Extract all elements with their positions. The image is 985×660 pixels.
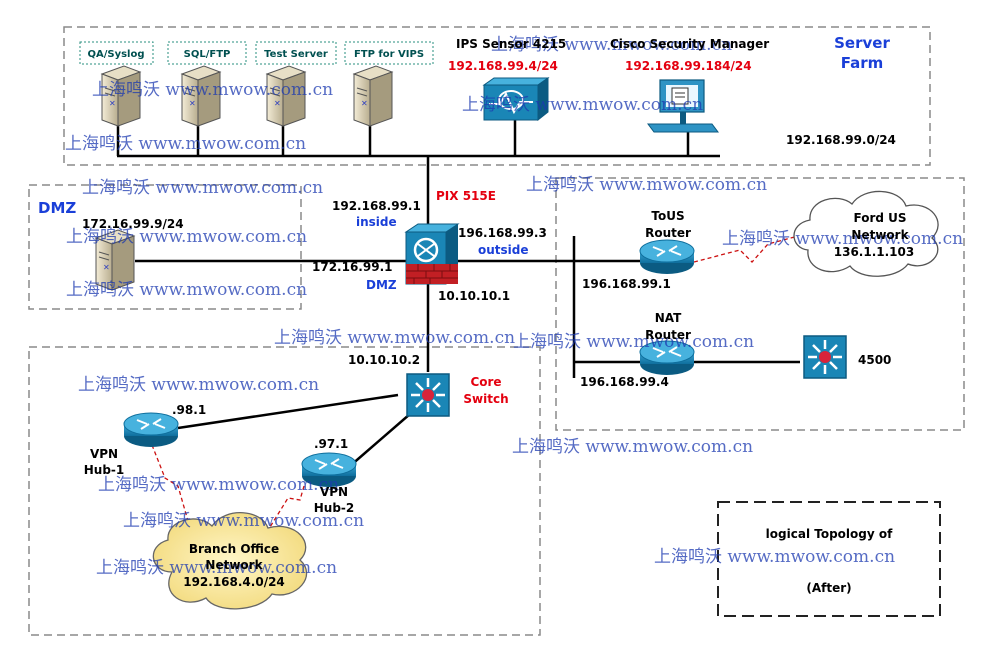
csm-ip: 192.168.99.184/24 (625, 59, 752, 73)
branch-office-cloud-icon (152, 512, 308, 610)
firewall-outside-label: outside (478, 243, 529, 257)
server-farm-subnet: 192.168.99.0/24 (786, 133, 896, 147)
watermark-14: 上海鸣沃 www.mwow.com.cn (722, 229, 963, 249)
vpn-hub2-ip: .97.1 (314, 437, 348, 451)
dmz-zone (28, 184, 302, 310)
core-hub2-link (349, 413, 411, 467)
server-tag-3: Test Server (255, 41, 337, 65)
csm-name: Cisco Security Manager (610, 37, 769, 51)
branch-line2: Network (205, 558, 263, 572)
watermark-3: 上海鸣沃 www.mwow.com.cn (82, 178, 323, 198)
server-tag-1: QA/Syslog (79, 41, 154, 65)
watermark-4: 上海鸣沃 www.mwow.com.cn (66, 227, 307, 247)
vpn-hub2-line2: Hub-2 (314, 501, 355, 515)
server-ftp-vips-icon (353, 65, 393, 127)
server-tag-2-label: SQL/FTP (184, 49, 231, 60)
ips-sensor-ip: 192.168.99.4/24 (448, 59, 558, 73)
outside-zone (555, 177, 965, 431)
core-switch-icon (405, 372, 451, 418)
ips-sensor-name: IPS Sensor 4215 (456, 37, 566, 51)
firewall-dmz-label: DMZ (366, 278, 397, 292)
watermark-12: 上海鸣沃 www.mwow.com.cn (462, 95, 703, 115)
watermark-17: 上海鸣沃 www.mwow.com.cn (654, 547, 895, 567)
server-tag-4: FTP for VIPS (344, 41, 434, 65)
tous-router-line2: Router (645, 226, 691, 240)
watermark-10: 上海鸣沃 www.mwow.com.cn (274, 328, 515, 348)
ford-us-line1: Ford US (853, 211, 906, 225)
vpn-hub2-line1: VPN (320, 485, 348, 499)
nat-router-line2: Router (645, 328, 691, 342)
firewall-inside-ip: 192.168.99.1 (332, 199, 421, 213)
firewall-core-link-ip: 10.10.10.1 (438, 289, 510, 303)
server-farm-zone (63, 26, 931, 166)
nat-router-line1: NAT (655, 311, 682, 325)
server-farm-title-line2: Farm (841, 54, 884, 72)
hub1-branch-serial (151, 444, 193, 536)
tous-router-icon (639, 239, 695, 275)
tous-router-ip: 196.168.99.1 (582, 277, 671, 291)
logical-box-line3: (After) (806, 581, 851, 595)
watermark-16: 上海鸣沃 www.mwow.com.cn (512, 437, 753, 457)
firewall-dmz-ip: 172.16.99.1 (312, 260, 392, 274)
firewall-outside-ip: 196.168.99.3 (458, 226, 547, 240)
nat-router-ip: 196.168.99.4 (580, 375, 669, 389)
server-tag-2: SQL/FTP (167, 41, 247, 65)
ford-us-line2: Network (851, 228, 909, 242)
watermark-6: 上海鸣沃 www.mwow.com.cn (78, 375, 319, 395)
switch-4500-icon (802, 334, 848, 380)
branch-line1: Branch Office (189, 542, 279, 556)
watermark-11: 上海鸣沃 www.mwow.com.cn (491, 35, 732, 55)
watermarks: 上海鸣沃 www.mwow.com.cn 上海鸣沃 www.mwow.com.c… (65, 35, 963, 578)
vpn-hub1-line1: VPN (90, 447, 118, 461)
server-tag-1-label: QA/Syslog (87, 49, 144, 60)
serial-links (151, 233, 807, 541)
watermark-7: 上海鸣沃 www.mwow.com.cn (98, 475, 339, 495)
server-tag-4-label: FTP for VIPS (354, 49, 424, 60)
firewall-inside-label: inside (356, 215, 397, 229)
ford-us-cloud-icon (793, 190, 939, 277)
tous-router-line1: ToUS (651, 209, 684, 223)
server-tag-3-label: Test Server (264, 49, 328, 60)
dmz-server-ip: 172.16.99.9/24 (82, 217, 184, 231)
links (116, 120, 800, 467)
server-farm-title-line1: Server (834, 34, 890, 52)
branch-line3: 192.168.4.0/24 (183, 575, 285, 589)
internal-zone (28, 346, 541, 636)
switch-4500-label: 4500 (858, 353, 891, 367)
dmz-title: DMZ (38, 199, 76, 217)
core-switch-name-line2: Switch (463, 392, 508, 406)
logical-box-line1: logical Topology of (766, 527, 893, 541)
watermark-8: 上海鸣沃 www.mwow.com.cn (123, 511, 364, 531)
watermark-13: 上海鸣沃 www.mwow.com.cn (526, 175, 767, 195)
core-switch-ip: 10.10.10.2 (348, 353, 420, 367)
core-switch-name-line1: Core (470, 375, 501, 389)
vpn-hub1-line2: Hub-1 (84, 463, 125, 477)
core-hub1-link (177, 393, 399, 430)
vpn-hub1-ip: .98.1 (172, 403, 206, 417)
watermark-2: 上海鸣沃 www.mwow.com.cn (65, 134, 306, 154)
watermark-1: 上海鸣沃 www.mwow.com.cn (92, 80, 333, 100)
watermark-9: 上海鸣沃 www.mwow.com.cn (96, 558, 337, 578)
csm-workstation-icon (647, 79, 719, 133)
vpn-hub1-router-icon (123, 412, 179, 448)
ips-sensor-icon (482, 77, 550, 122)
pix-firewall-icon (404, 223, 460, 285)
ford-us-line3: 136.1.1.103 (834, 245, 914, 259)
logical-topology-box (717, 501, 941, 617)
hub2-branch-serial (261, 485, 305, 541)
watermark-15: 上海鸣沃 www.mwow.com.cn (513, 332, 754, 352)
firewall-name: PIX 515E (436, 189, 496, 203)
watermark-5: 上海鸣沃 www.mwow.com.cn (66, 280, 307, 300)
tous-ford-serial (693, 233, 807, 263)
